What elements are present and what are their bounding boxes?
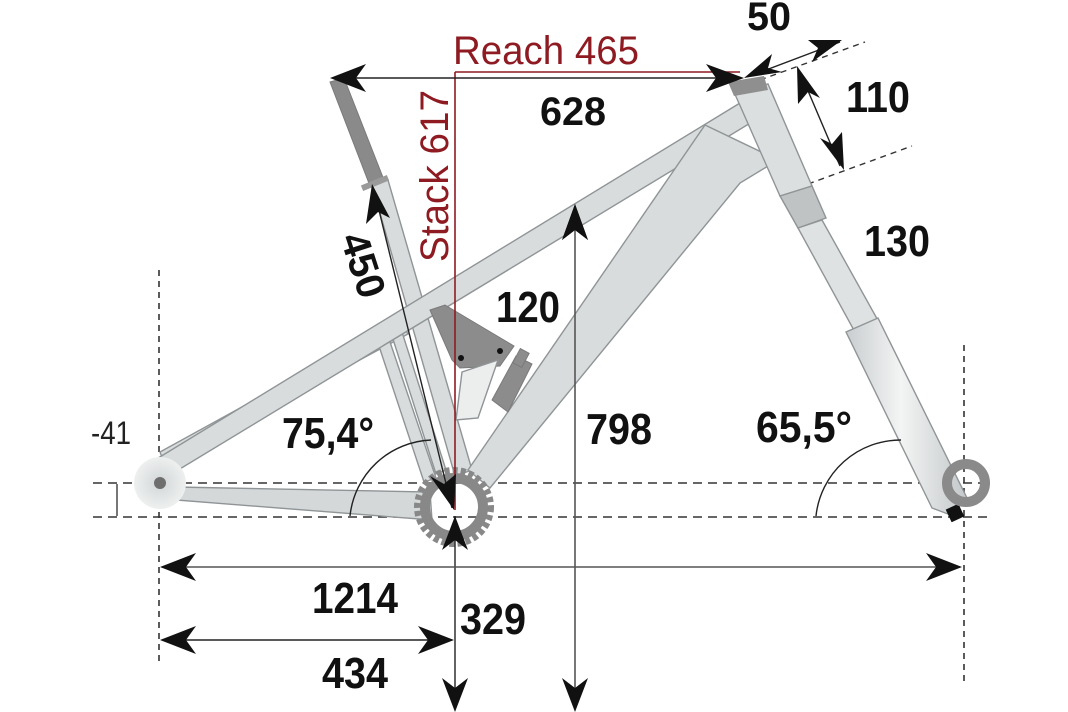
seat-angle-arc [349,439,432,517]
fork-travel-label: 130 [864,217,930,266]
front-axle-icon [942,459,990,507]
bb-height-label: 329 [460,595,526,644]
seat-clamp [360,174,390,192]
arrow-down-icon [442,678,468,712]
bike-frame [134,76,990,547]
rocker-pivot-1 [458,355,464,361]
headtube-extension-line [807,145,913,185]
reach-stack-lines [454,71,740,510]
reach-label: Reach 465 [453,29,639,73]
dimension-labels: Reach 465 Stack 617 628 50 110 130 450 1… [91,0,930,698]
arrow-right-icon [926,553,962,581]
wheelbase-label: 1214 [312,574,398,623]
arrow-left-icon [330,64,366,92]
arrow-up-icon [562,204,588,240]
dimension-lines [160,40,962,712]
arrow-left-icon [744,54,782,78]
head-angle-label: 65,5° [756,403,852,452]
standover-label: 798 [586,405,652,454]
chainstay-length-label: 434 [322,649,388,698]
arrow-right-icon [418,626,454,654]
headset-lower [778,185,827,229]
stem-length-label: 50 [747,0,791,39]
arrow-up-icon [797,66,820,104]
arrow-down-icon [820,132,844,170]
shock-reservoir [491,355,533,413]
headset-cap [728,76,768,96]
head-angle-arc [815,439,902,517]
fork-dropout [945,503,965,523]
bb-drop-label: -41 [91,415,131,451]
arrow-right-icon [808,40,842,62]
shock-body [455,358,500,421]
arrow-left-icon [160,626,196,654]
stack-label: Stack 617 [413,90,457,262]
top-tube-length-label: 628 [540,90,606,134]
arrow-up-icon [366,184,390,224]
rocker-pivot-2 [497,348,503,354]
arrow-down-icon [562,678,588,712]
chain-stay [175,486,433,521]
shock-eyelet [512,347,530,369]
arrow-down-icon [430,474,456,510]
arrow-right-icon [706,64,744,92]
rocker-link [429,304,515,369]
rear-axle-icon [154,477,166,489]
seat-tube-length-label: 450 [331,227,393,303]
rear-travel-label: 120 [496,283,560,332]
arrow-up-icon [442,516,468,550]
seat-angle-label: 75,4° [282,409,374,458]
headtube-length-label: 110 [846,73,910,122]
arrow-left-icon [160,553,196,581]
seat-tube-dimension-line [373,189,453,509]
seat-post [329,77,385,187]
